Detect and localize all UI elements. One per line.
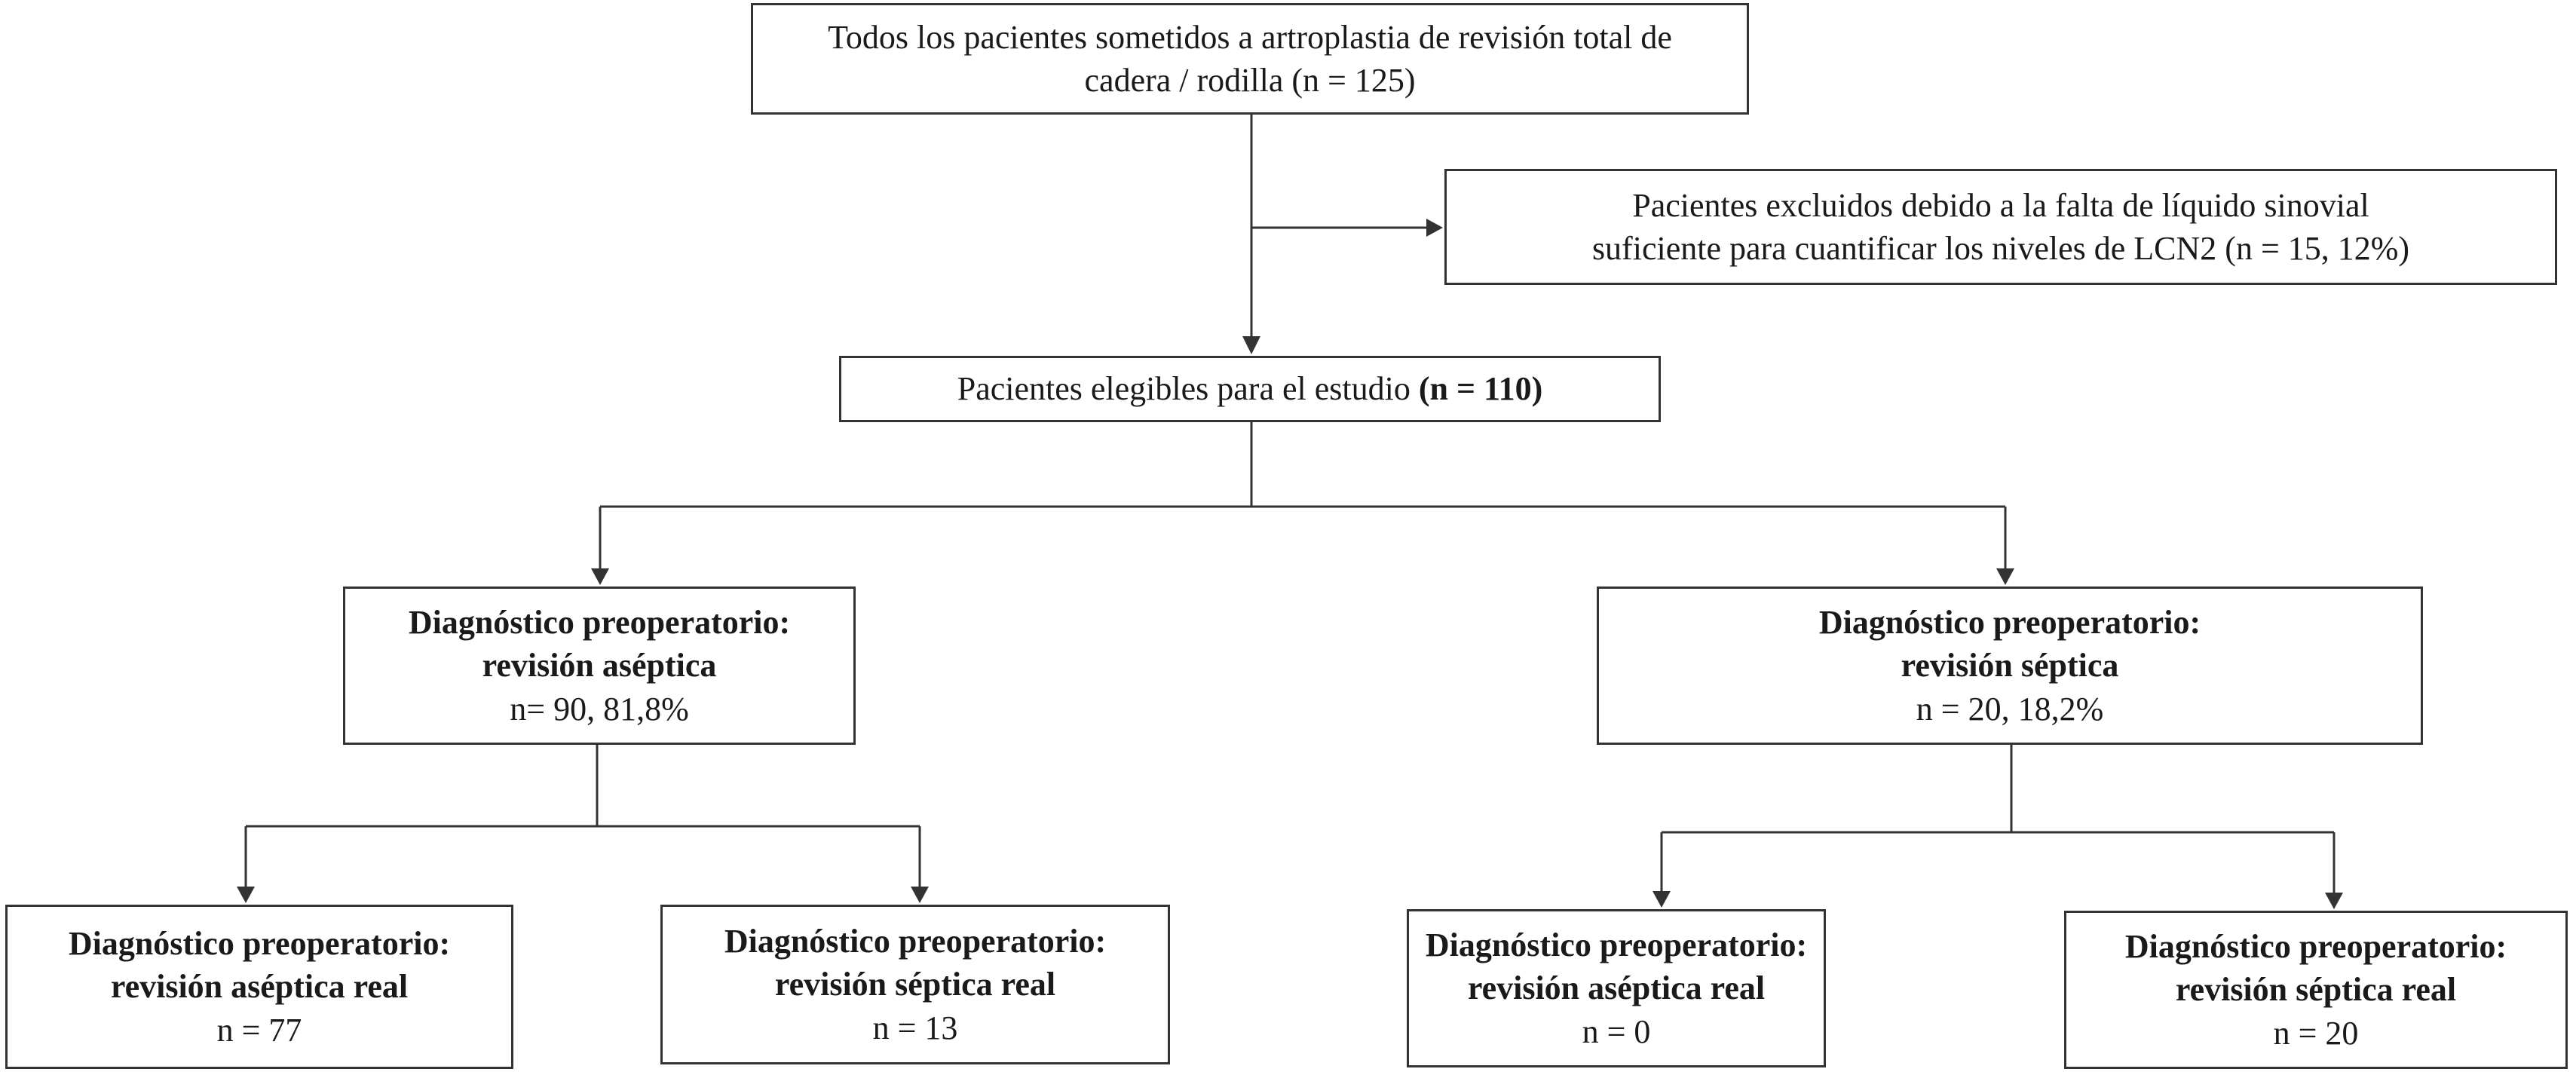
node-ss-line1: Diagnóstico preoperatorio:	[2124, 928, 2507, 966]
node-septic-real-from-septic: Diagnóstico preoperatorio: revisión sépt…	[2064, 911, 2568, 1069]
arrow-to-aseptic	[591, 568, 609, 585]
arrow-to-excluded	[1426, 219, 1443, 237]
arrow-to-septic-real-a	[911, 887, 929, 903]
node-aa-line2: revisión aséptica real	[110, 968, 409, 1006]
node-aseptic-count: n= 90, 81,8%	[510, 690, 689, 727]
node-all-patients: Todos los pacientes sometidos a artropla…	[751, 3, 1749, 115]
node-aseptic-real-from-septic: Diagnóstico preoperatorio: revisión asép…	[1407, 909, 1826, 1067]
node-eligible-line: Pacientes elegibles para el estudio (n =…	[957, 367, 1543, 410]
node-as-line2: revisión séptica real	[774, 966, 1056, 1003]
arrow-to-septic	[1996, 568, 2014, 585]
arrow-to-septic-real-s	[2325, 893, 2343, 909]
node-septic-line1: Diagnóstico preoperatorio:	[1818, 604, 2201, 642]
node-eligible-count: (n = 110)	[1418, 370, 1543, 408]
node-sa-line1: Diagnóstico preoperatorio:	[1425, 927, 1808, 964]
node-aa-count: n = 77	[216, 1011, 302, 1049]
node-sa-line2: revisión aséptica real	[1467, 969, 1766, 1007]
node-excluded: Pacientes excluidos debido a la falta de…	[1444, 169, 2557, 285]
node-ss-count: n = 20	[2273, 1014, 2359, 1052]
node-sa-count: n = 0	[1582, 1012, 1651, 1050]
node-aseptic-real-from-aseptic: Diagnóstico preoperatorio: revisión asép…	[5, 905, 513, 1069]
node-aseptic-line1: Diagnóstico preoperatorio:	[408, 604, 791, 642]
node-excluded-line2: suficiente para cuantificar los niveles …	[1591, 230, 2410, 267]
arrow-to-eligible	[1242, 336, 1260, 354]
node-septic-line2: revisión séptica	[1901, 647, 2119, 685]
node-all-patients-line2: cadera / rodilla (n = 125)	[1084, 62, 1416, 99]
node-as-count: n = 13	[872, 1009, 958, 1046]
node-as-line1: Diagnóstico preoperatorio:	[724, 923, 1107, 960]
node-septic: Diagnóstico preoperatorio: revisión sépt…	[1597, 587, 2423, 745]
node-aseptic: Diagnóstico preoperatorio: revisión asép…	[343, 587, 856, 745]
node-all-patients-line1: Todos los pacientes sometidos a artropla…	[828, 18, 1672, 56]
node-septic-real-from-aseptic: Diagnóstico preoperatorio: revisión sépt…	[660, 905, 1170, 1064]
node-septic-count: n = 20, 18,2%	[1916, 690, 2104, 727]
arrow-to-aseptic-real-a	[237, 887, 255, 903]
arrow-to-aseptic-real-s	[1652, 891, 1671, 908]
node-aseptic-line2: revisión aséptica	[482, 647, 717, 685]
node-ss-line2: revisión séptica real	[2175, 971, 2457, 1009]
node-aa-line1: Diagnóstico preoperatorio:	[68, 925, 451, 963]
node-eligible: Pacientes elegibles para el estudio (n =…	[839, 356, 1661, 422]
node-eligible-text: Pacientes elegibles para el estudio	[957, 370, 1419, 408]
node-excluded-line1: Pacientes excluidos debido a la falta de…	[1632, 186, 2369, 224]
